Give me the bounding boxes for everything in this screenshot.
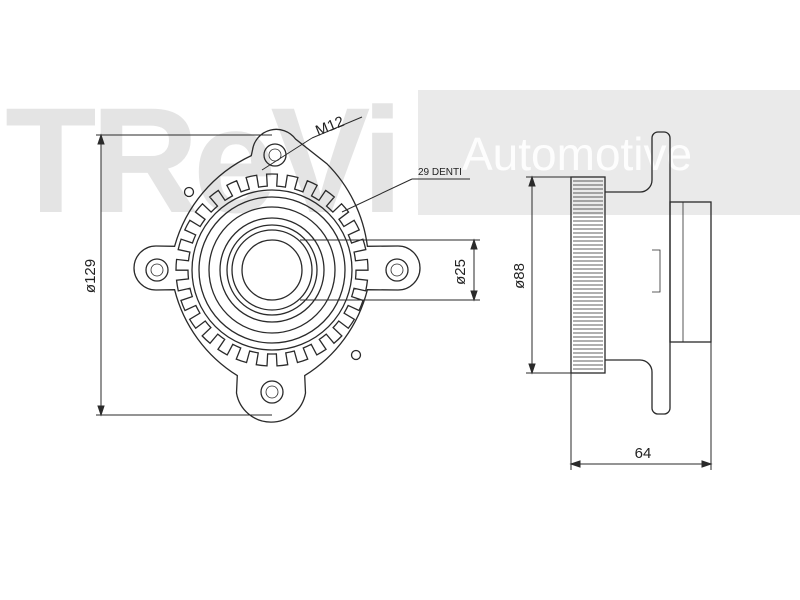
hub-ring-5 — [226, 224, 318, 316]
dim-width-arrow-right — [701, 460, 713, 468]
bolt-hole-bottom — [260, 380, 284, 404]
front-view — [133, 128, 421, 423]
watermark: TReVi Automotive — [5, 76, 800, 244]
dim-bore-arrow-bottom — [470, 290, 478, 302]
bolt-hole-bottom-inner — [265, 385, 279, 399]
bolt-hole-left-inner — [150, 263, 164, 277]
dim-teeth-leader — [341, 178, 413, 213]
dim-bore-arrow-top — [470, 238, 478, 250]
hub-ring-1 — [191, 189, 353, 351]
dim-thread-shelf — [311, 116, 363, 139]
dim-outer-arrow-top — [97, 133, 105, 145]
dim-thread-leader — [261, 137, 313, 171]
dim-ring-arrow-bottom — [528, 363, 536, 375]
bolt-hole-right — [385, 258, 409, 282]
bolt-hole-right-inner — [390, 263, 404, 277]
label-ring-diameter: ø88 — [511, 263, 528, 289]
hub-ring-2 — [198, 196, 346, 344]
side-hub-boss — [669, 201, 712, 343]
watermark-band — [418, 90, 800, 215]
label-bore-diameter: ø25 — [452, 259, 469, 285]
side-pilot-groove — [652, 249, 661, 293]
bolt-hole-top-inner — [268, 148, 282, 162]
side-tone-ring-teeth — [573, 180, 603, 370]
dim-ring-arrow-top — [528, 175, 536, 187]
label-tooth-count: 29 DENTI — [418, 167, 462, 178]
label-hub-width: 64 — [635, 445, 652, 462]
front-dimensions — [96, 116, 480, 417]
side-view — [570, 131, 712, 415]
pilot-hole-upper — [183, 186, 195, 198]
side-dimensions — [526, 175, 713, 470]
center-bore — [241, 239, 303, 301]
hub-ring-3 — [208, 206, 336, 334]
pilot-hole-lower — [350, 349, 362, 361]
dim-outer-arrow-bottom — [97, 405, 105, 417]
hub-ring-6 — [231, 229, 313, 311]
dim-width-arrow-left — [569, 460, 581, 468]
side-tone-ring — [570, 176, 606, 374]
abs-tone-ring — [175, 173, 369, 367]
watermark-brand: TReVi — [5, 76, 397, 244]
watermark-tagline: Automotive — [462, 128, 692, 180]
bolt-hole-left — [145, 258, 169, 282]
label-outer-diameter: ø129 — [82, 259, 99, 293]
hub-ring-4 — [219, 217, 325, 323]
flange-outline — [133, 128, 421, 423]
